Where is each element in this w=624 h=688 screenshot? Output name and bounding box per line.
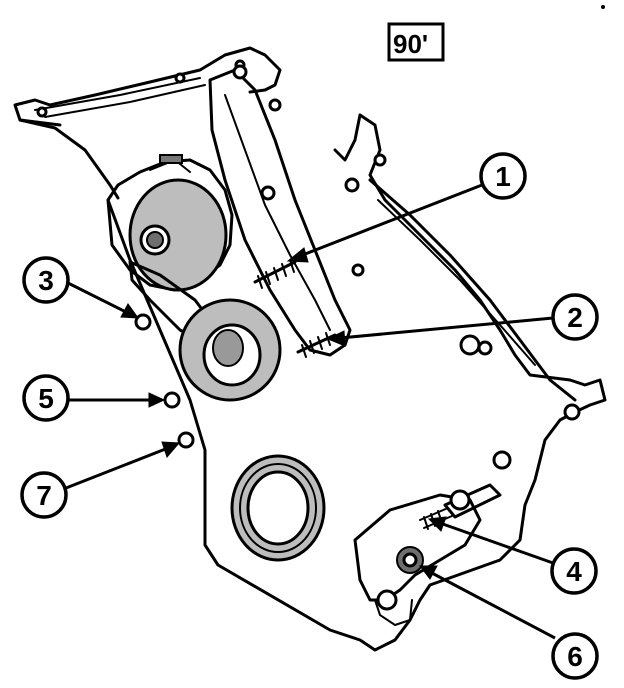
bolt-7-head [177,431,195,449]
cover-diagonal-rib [368,178,577,402]
bolt-3-head [134,313,152,331]
rib-hole [232,64,248,80]
figure-code-label: 90' [393,29,428,59]
bolt-6-center [402,552,418,568]
lower-bracket-foot [374,599,413,626]
bracket-lower-edge [18,118,120,200]
tensioner-pivot-bolt [146,231,164,249]
callout-6: 6 [551,632,599,680]
callout-5: 5 [22,374,70,422]
cover-boss [459,334,481,356]
callout-7: 7 [20,471,68,519]
stud-hole [492,450,512,470]
bracket-rib-2 [44,84,206,118]
crankshaft-seal [230,454,326,562]
rib-inner-line [224,94,331,331]
bracket-rib [34,77,201,111]
rib-hole [260,185,276,201]
leader-1 [286,183,483,263]
bolt-1 [253,259,297,289]
rib-hole [268,98,282,112]
cover-hole [563,403,581,421]
diagonal-rib-inner [377,199,536,366]
corner-dot [601,5,605,9]
tensioner-body [106,158,234,292]
tensioner-tab [159,154,183,164]
callout-4: 4 [550,547,598,595]
callout-1-label: 1 [495,161,511,192]
callout-3-label: 3 [38,265,54,296]
idler-pulley-center [212,329,244,367]
callout-6-label: 6 [567,641,583,672]
leader-3 [67,281,140,319]
lower-bracket [353,493,482,602]
bracket-hole [174,72,186,84]
callout-7-label: 7 [36,480,52,511]
leader-6 [418,565,556,640]
callout-3: 3 [22,256,70,304]
bracket-hole [36,106,48,118]
callout-4-label: 4 [566,556,582,587]
leader-2 [326,316,554,347]
leader-5 [68,392,166,408]
cover-boss [477,340,493,356]
upper-bracket [13,46,282,127]
cover-hole [344,177,360,193]
cover-hole [373,153,387,167]
cover-hole [351,263,365,277]
callout-5-label: 5 [38,383,54,414]
figure-code-box: 90' [387,22,445,62]
callout-2-label: 2 [567,302,583,333]
bolt-2 [296,332,337,358]
callout-1: 1 [479,152,527,200]
tensioner-drum [128,178,228,292]
bolt-5-head [163,391,181,409]
leader-4 [427,516,554,565]
callout-2: 2 [551,293,599,341]
leader-7 [65,441,181,490]
lower-bracket-hole [376,589,398,611]
